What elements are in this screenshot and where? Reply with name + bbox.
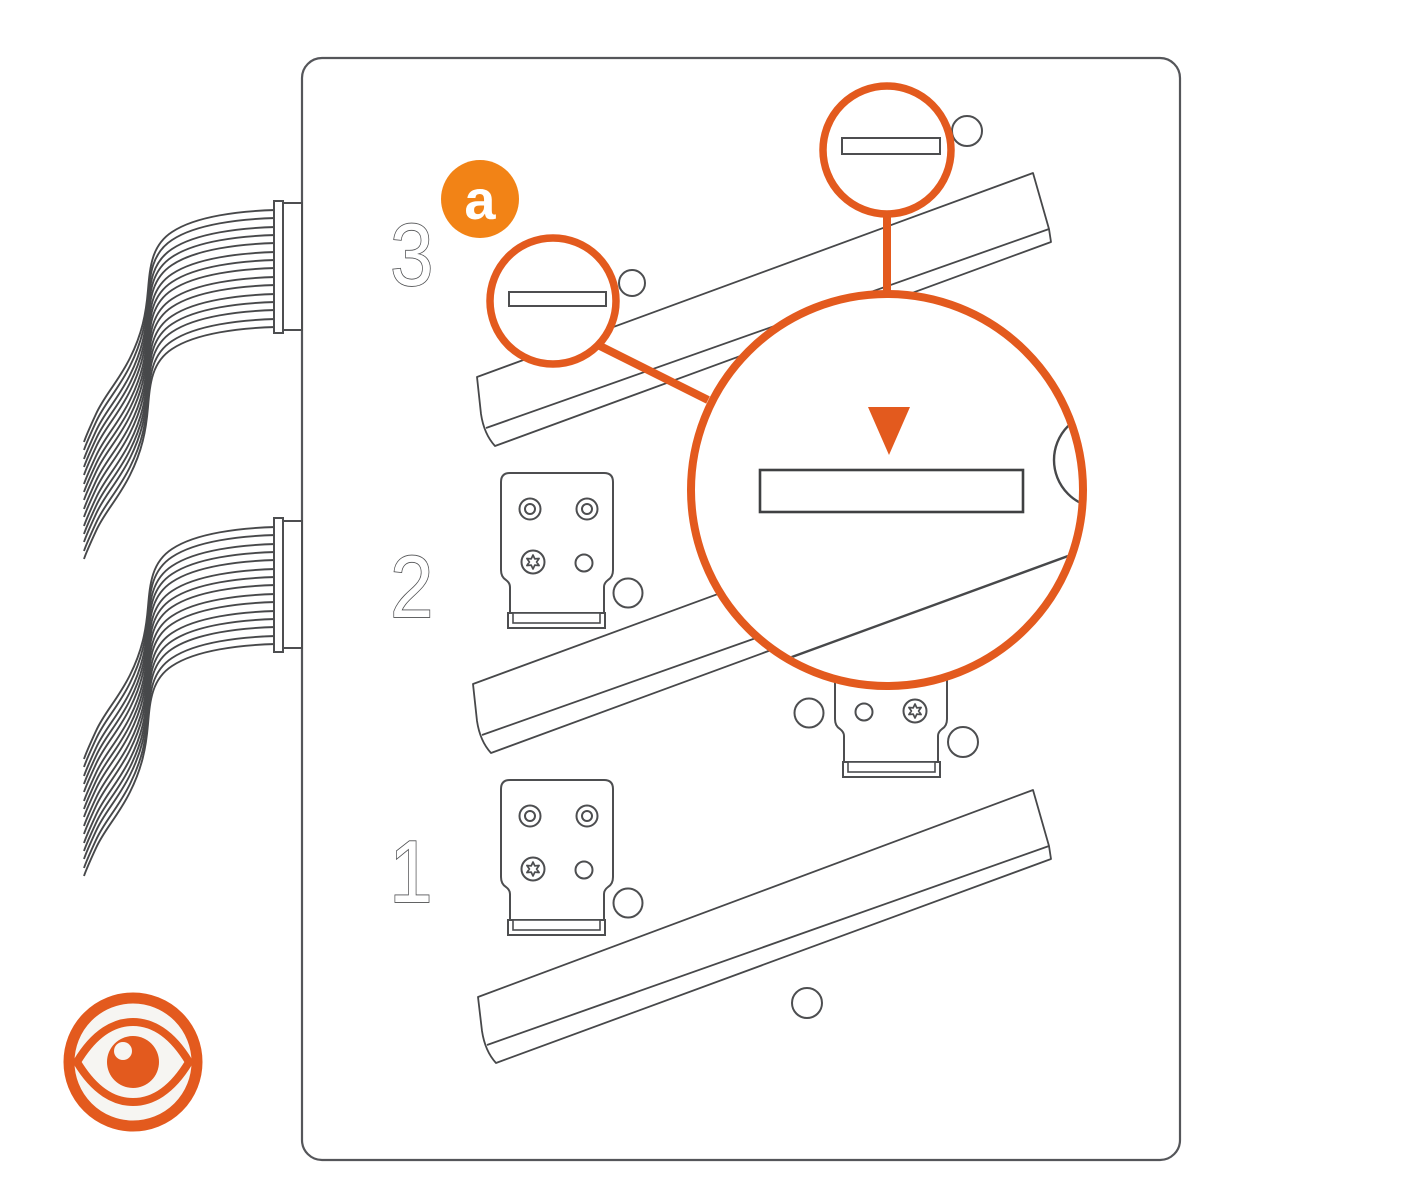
rail-1 bbox=[477, 789, 1052, 1064]
bracket-section-1 bbox=[501, 780, 644, 935]
callout-line-left bbox=[598, 342, 710, 404]
panel-hole bbox=[793, 697, 825, 729]
eye-icon bbox=[63, 992, 203, 1132]
panel-hole bbox=[791, 987, 823, 1019]
pointer-triangle-icon bbox=[868, 407, 910, 455]
eye-highlight bbox=[114, 1042, 132, 1060]
panel-hole bbox=[951, 115, 983, 147]
panel-hole bbox=[612, 577, 644, 609]
bracket-section-2 bbox=[501, 473, 644, 628]
wire-bundle-bottom bbox=[83, 526, 277, 877]
magnifier-circle bbox=[687, 290, 1087, 690]
step-badge-label: a bbox=[464, 168, 496, 231]
bracket-section-3 bbox=[793, 622, 979, 777]
eye-iris bbox=[107, 1036, 159, 1088]
step-number-1: 1 bbox=[389, 822, 432, 921]
panel-hole bbox=[947, 726, 979, 758]
panel-hole bbox=[618, 269, 646, 297]
step-number-3: 3 bbox=[390, 205, 433, 304]
cable-connector-bottom bbox=[273, 517, 303, 653]
wire-bundle-top bbox=[83, 209, 277, 560]
rail-3 bbox=[476, 172, 1052, 447]
panel-hole bbox=[612, 887, 644, 919]
step-number-2: 2 bbox=[390, 537, 433, 636]
slot-small-left bbox=[508, 291, 607, 307]
cable-connector-top bbox=[273, 200, 303, 334]
slot-small-top bbox=[841, 137, 941, 155]
step-badge: a bbox=[441, 160, 519, 238]
callout-circle-top bbox=[819, 82, 955, 218]
callout-circle-left bbox=[486, 234, 620, 368]
magnified-hole-arc bbox=[1052, 410, 1079, 510]
slot-magnified bbox=[758, 468, 1025, 514]
magnified-rail-edge bbox=[769, 546, 1079, 667]
eye-outline bbox=[72, 1017, 194, 1107]
